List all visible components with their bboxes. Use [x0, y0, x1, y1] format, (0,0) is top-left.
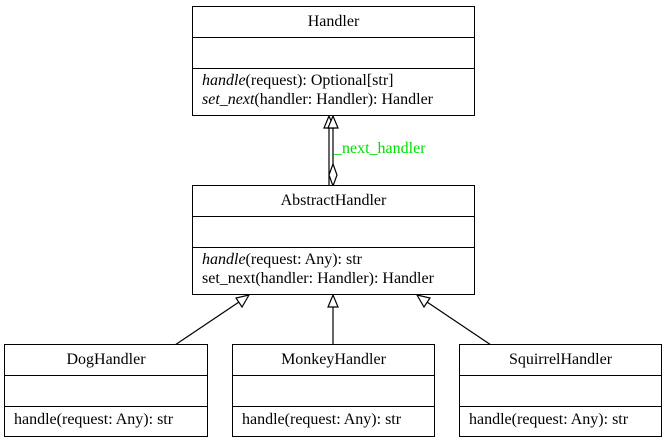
class-box-handler: Handler handle(request): Optional[str] s… [192, 6, 475, 116]
attributes-compartment-squirrel-handler [460, 376, 661, 407]
operation-name: handle [242, 411, 285, 428]
class-box-abstract-handler: AbstractHandler handle(request: Any): st… [192, 185, 475, 295]
operation-signature: (request: Any): str [284, 411, 402, 428]
class-box-monkey-handler: MonkeyHandler handle(request: Any): str [232, 344, 435, 437]
operation-signature: (request: Any): str [511, 411, 629, 428]
operation-set-next: set_next(handler: Handler): Handler [202, 90, 468, 109]
class-name-handler: Handler [193, 7, 474, 38]
attributes-compartment-monkey-handler [233, 376, 434, 407]
class-name-dog-handler: DogHandler [5, 345, 207, 376]
operations-compartment-handler: handle(request): Optional[str] set_next(… [193, 69, 474, 109]
inheritance-edge-squirrel-to-abstract [426, 301, 492, 346]
aggregation-diamond-abstract-handler [328, 162, 338, 188]
class-name-squirrel-handler: SquirrelHandler [460, 345, 661, 376]
operations-compartment-abstract-handler: handle(request: Any): str set_next(handl… [193, 248, 474, 288]
aggregation-arrowhead-handler [327, 114, 339, 129]
operations-compartment-monkey-handler: handle(request: Any): str [233, 407, 434, 429]
operation-name: set_next [202, 91, 255, 108]
operation-signature: (handler: Handler): Handler [254, 91, 434, 108]
operation-handle: handle(request): Optional[str] [202, 71, 468, 90]
operation-handle: handle(request: Any): str [14, 410, 201, 429]
operations-compartment-dog-handler: handle(request: Any): str [5, 407, 207, 429]
inheritance-arrowhead-dog [235, 294, 251, 309]
operation-signature: (request: Any): str [56, 411, 174, 428]
operation-name: handle [469, 411, 512, 428]
operation-handle: handle(request: Any): str [242, 410, 428, 429]
inheritance-arrowhead-monkey [327, 293, 339, 308]
inheritance-edge-dog-to-abstract [174, 301, 240, 346]
class-box-dog-handler: DogHandler handle(request: Any): str [4, 344, 208, 437]
operation-set-next: set_next(handler: Handler): Handler [202, 269, 468, 288]
operation-name: handle [202, 72, 246, 89]
attributes-compartment-dog-handler [5, 376, 207, 407]
operation-handle: handle(request: Any): str [202, 250, 468, 269]
attributes-compartment-abstract-handler [193, 217, 474, 248]
operation-name: handle [202, 251, 246, 268]
operation-signature: (handler: Handler): Handler [255, 270, 434, 287]
aggregation-label-next-handler: _next_handler [334, 140, 426, 157]
attributes-compartment-handler [193, 38, 474, 69]
operation-name: handle [14, 411, 57, 428]
operation-handle: handle(request: Any): str [469, 410, 655, 429]
operation-signature: (request): Optional[str] [245, 72, 394, 89]
operation-signature: (request: Any): str [245, 251, 362, 268]
class-name-abstract-handler: AbstractHandler [193, 186, 474, 217]
operations-compartment-squirrel-handler: handle(request: Any): str [460, 407, 661, 429]
class-name-monkey-handler: MonkeyHandler [233, 345, 434, 376]
inheritance-arrowhead-squirrel [415, 294, 431, 309]
operation-name: set_next [202, 270, 256, 287]
class-box-squirrel-handler: SquirrelHandler handle(request: Any): st… [459, 344, 662, 437]
